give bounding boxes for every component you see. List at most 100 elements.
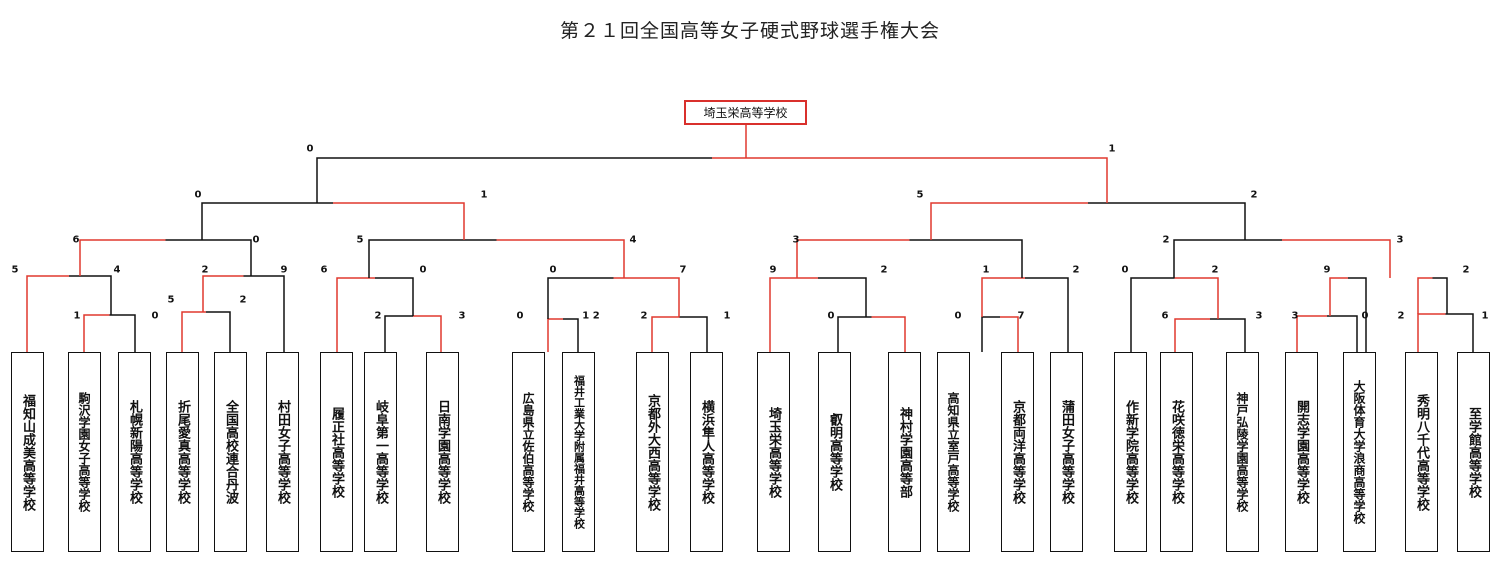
match-score: 0 <box>1361 310 1369 322</box>
team-name: 横浜隼人高等学校 <box>699 400 714 504</box>
team-name: 蒲田女子高等学校 <box>1059 400 1074 504</box>
match-score: 9 <box>1323 264 1331 276</box>
bracket-line <box>1417 277 1433 314</box>
match-score: 2 <box>1250 189 1258 201</box>
match-score: 5 <box>11 264 19 276</box>
team-box: 駒沢学園女子高等学校 <box>68 352 101 552</box>
bracket-line <box>818 277 867 317</box>
team-box: 福知山成美高等学校 <box>11 352 44 552</box>
team-name: 福井工業大学附属福井高等学校 <box>572 375 586 529</box>
bracket-line <box>79 239 166 276</box>
team-box: 蒲田女子高等学校 <box>1050 352 1083 552</box>
bracket-line <box>547 277 614 319</box>
match-score: 6 <box>72 234 80 246</box>
match-score: 1 2 <box>582 310 600 322</box>
bracket-line <box>796 239 910 278</box>
match-score: 9 <box>769 264 777 276</box>
match-score: 2 <box>1211 264 1219 276</box>
bracket-line <box>384 315 413 352</box>
team-name: 大阪体育大学浪商高等学校 <box>1352 380 1366 524</box>
match-score: 0 <box>419 264 427 276</box>
bracket-line <box>1173 239 1282 278</box>
match-score: 2 <box>640 310 648 322</box>
match-score: 7 <box>1017 310 1025 322</box>
bracket-line <box>712 157 1108 203</box>
bracket-line <box>243 275 285 352</box>
bracket-line <box>909 239 1023 278</box>
bracket-line <box>651 316 680 352</box>
bracket-line <box>316 157 712 203</box>
bracket-line <box>930 202 1088 240</box>
team-name: 神戸弘陵学園高等学校 <box>1235 392 1249 512</box>
match-score: 7 <box>679 264 687 276</box>
match-score: 6 <box>320 264 328 276</box>
bracket-line <box>496 239 625 278</box>
bracket-line <box>1174 318 1210 352</box>
match-score: 1 <box>480 189 488 201</box>
team-name: 折尾愛真高等学校 <box>175 400 190 504</box>
bracket-line <box>769 277 818 352</box>
team-name: 駒沢学園女子高等学校 <box>77 392 91 512</box>
match-score: 0 <box>516 310 524 322</box>
match-score: 3 <box>1396 234 1404 246</box>
match-score: 1 <box>1108 143 1116 155</box>
match-score: 2 <box>1162 234 1170 246</box>
match-score: 3 <box>1255 310 1263 322</box>
match-score: 0 <box>827 310 835 322</box>
bracket-line <box>26 275 69 352</box>
team-box: 京都両洋高等学校 <box>1001 352 1034 552</box>
match-score: 1 <box>982 264 990 276</box>
bracket-line <box>981 316 1000 352</box>
team-name: 履正社高等学校 <box>329 406 344 498</box>
match-score: 0 <box>954 310 962 322</box>
team-box: 日南学園高等学校 <box>426 352 459 552</box>
bracket-line <box>1417 313 1446 352</box>
team-box: 福井工業大学附属福井高等学校 <box>562 352 595 552</box>
team-box: 至学館高等学校 <box>1457 352 1490 552</box>
bracket-line <box>1088 202 1246 240</box>
bracket-line <box>413 315 442 352</box>
team-name: 福知山成美高等学校 <box>20 393 35 511</box>
match-score: 9 <box>280 264 288 276</box>
team-name: 高知県立室戸高等学校 <box>946 392 960 512</box>
team-box: 花咲徳栄高等学校 <box>1160 352 1193 552</box>
match-score: 6 <box>1161 310 1169 322</box>
match-score: 2 <box>880 264 888 276</box>
team-name: 花咲徳栄高等学校 <box>1169 400 1184 504</box>
page-title: 第２１回全国高等女子硬式野球選手権大会 <box>559 20 940 42</box>
team-name: 日南学園高等学校 <box>435 400 450 504</box>
bracket-line <box>333 202 465 240</box>
bracket-line <box>1174 277 1219 319</box>
match-score: 0 <box>1121 264 1129 276</box>
team-name: 広島県立佐伯高等学校 <box>521 392 535 512</box>
match-score: 1 <box>73 310 81 322</box>
team-box: 札幌新陽高等学校 <box>118 352 151 552</box>
team-name: 作新学院高等学校 <box>1123 400 1138 504</box>
bracket-line <box>336 277 375 352</box>
match-score: 0 <box>549 264 557 276</box>
team-name: 京都両洋高等学校 <box>1010 400 1025 504</box>
match-score: 3 <box>1291 310 1299 322</box>
bracket-line <box>165 239 252 276</box>
team-name: 至学館高等学校 <box>1466 406 1481 498</box>
bracket-line <box>679 316 708 352</box>
bracket-line <box>1025 277 1069 352</box>
team-name: 岐阜第一高等学校 <box>373 400 388 504</box>
match-score: 3 <box>792 234 800 246</box>
bracket-line <box>1327 315 1358 352</box>
team-box: 折尾愛真高等学校 <box>166 352 199 552</box>
team-name: 京都外大西高等学校 <box>645 393 660 511</box>
team-box: 叡明高等学校 <box>818 352 851 552</box>
team-box: 神村学園高等部 <box>888 352 921 552</box>
match-score: 5 <box>356 234 364 246</box>
match-score: 5 <box>167 294 175 306</box>
team-box: 全国高校連合丹波 <box>214 352 247 552</box>
team-box: 開志学園高等学校 <box>1285 352 1318 552</box>
bracket-line <box>1130 277 1175 352</box>
match-score: 2 <box>1072 264 1080 276</box>
match-score: 0 <box>151 310 159 322</box>
team-box: 京都外大西高等学校 <box>636 352 669 552</box>
bracket-line <box>1210 318 1246 352</box>
